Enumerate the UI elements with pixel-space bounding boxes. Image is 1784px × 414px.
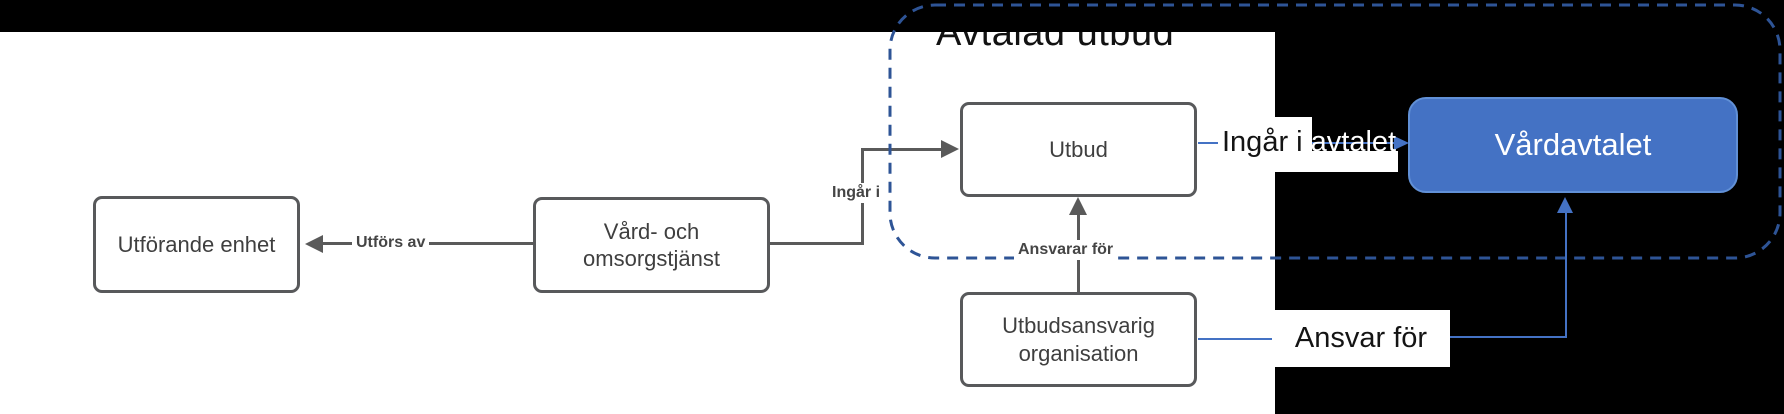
annotation-text-dark: Ingår i xyxy=(1222,126,1311,158)
ingar-i-connector-h2 xyxy=(861,148,943,151)
entity-label: Vårdavtalet xyxy=(1494,127,1652,162)
entity-label-line2: organisation xyxy=(1018,340,1139,366)
annotation-text: Ansvar för xyxy=(1294,322,1428,354)
entity-box-vard-och-omsorgstjanst: Vård- och omsorgstjänst xyxy=(533,197,770,293)
ingar-i-connector-h1 xyxy=(767,242,863,245)
black-mask-top xyxy=(0,0,1277,32)
entity-box-utforande-enhet: Utförande enhet xyxy=(93,196,300,293)
arrow-up-blue-icon xyxy=(1557,197,1573,213)
dashed-group-frame xyxy=(888,3,1782,260)
annotation-ingar-i-avtalet: Ingår i avtalet xyxy=(1222,124,1396,160)
entity-label-line1: Utbudsansvarig xyxy=(1002,313,1155,338)
entity-label: Utbud xyxy=(1049,136,1108,162)
entity-label-line1: Vård- och xyxy=(603,218,700,244)
annotation-bg-ingar-i-avtalet-lower xyxy=(1218,151,1398,172)
relation-label-ingar-i: Ingår i xyxy=(828,183,885,203)
annotation-text-light: avtalet xyxy=(1310,126,1397,158)
annotation-ansvar-for: Ansvar för xyxy=(1272,310,1450,367)
entity-label: Utförande enhet xyxy=(117,231,276,257)
entity-box-vardavtalet: Vårdavtalet xyxy=(1408,97,1738,193)
arrow-up-icon xyxy=(1069,197,1087,215)
arrow-right-blue-icon xyxy=(1394,136,1409,150)
entity-box-utbud: Utbud xyxy=(960,102,1197,197)
arrow-left-icon xyxy=(305,235,323,253)
ansvar-for-connector-h xyxy=(1450,336,1567,338)
entity-label: Utbudsansvarig organisation xyxy=(1002,312,1155,367)
ansvar-for-connector-left xyxy=(1198,338,1272,340)
relation-label-ansvarar-for: Ansvarar för xyxy=(1014,240,1118,260)
ansvar-for-connector-v xyxy=(1565,213,1567,338)
entity-label-line2: omsorgstjänst xyxy=(583,246,720,271)
arrow-right-icon xyxy=(941,140,959,158)
entity-label: Vård- och omsorgstjänst xyxy=(583,218,720,273)
relation-label-utfors-av: Utförs av xyxy=(352,233,430,253)
entity-box-utbudsansvarig-organisation: Utbudsansvarig organisation xyxy=(960,292,1197,387)
